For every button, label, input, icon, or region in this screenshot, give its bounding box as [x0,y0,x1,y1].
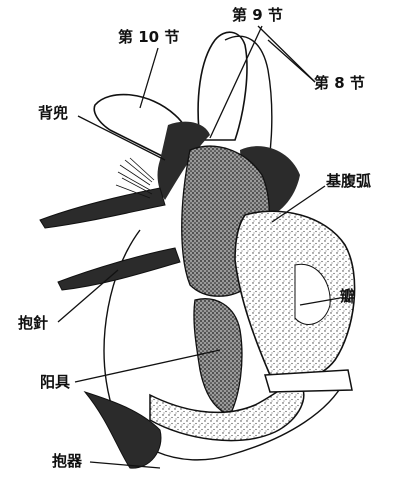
segment-9-lobe [198,32,247,140]
label-valve: 瓣 [340,289,355,304]
label-segment-8: 第 8 节 [314,76,365,91]
aedeagus-shaft [194,299,242,415]
lower-clasper-spike [58,248,180,290]
label-basal-arch: 基腹弧 [326,174,371,189]
setae-tuft [116,158,154,198]
label-proctiger: 背兜 [38,106,68,121]
label-clasper: 抱器 [52,454,82,469]
label-aedeagus: 阳具 [40,375,70,390]
label-clasper-spine: 抱針 [18,316,48,331]
upper-clasper-spike [40,188,165,228]
label-segment-9: 第 9 节 [232,8,283,23]
label-segment-10: 第 10 节 [118,30,179,45]
